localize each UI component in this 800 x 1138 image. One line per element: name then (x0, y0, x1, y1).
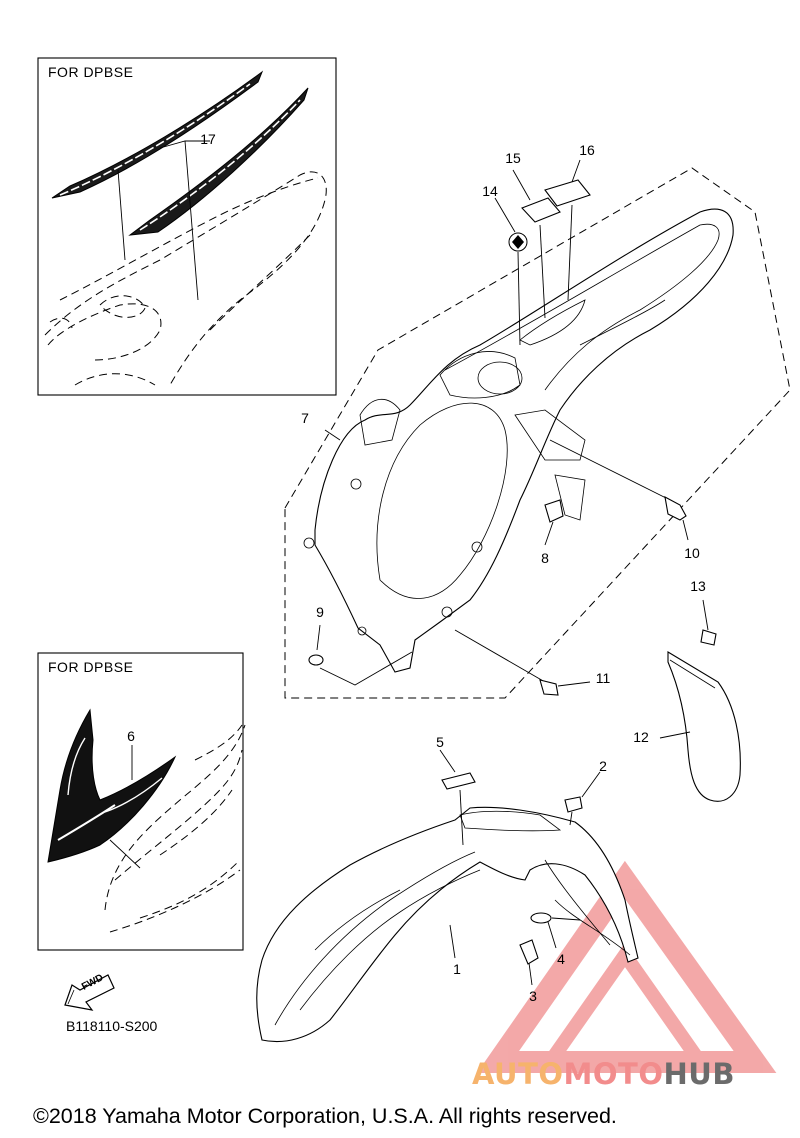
callout-12: 12 (633, 729, 649, 745)
screw-part-13 (700, 599, 717, 646)
callout-16: 16 (579, 142, 595, 158)
callout-14: 14 (482, 183, 498, 199)
inset-title-top: FOR DPBSE (48, 64, 134, 80)
bolt-part-11 (539, 679, 559, 696)
decal-part-16 (544, 179, 591, 207)
front-fender-part-1 (256, 806, 639, 1043)
watermark-logo: AUTOMOTOHUB (472, 1057, 735, 1091)
callout-4: 4 (557, 951, 565, 967)
nut-part-8 (544, 499, 564, 523)
callout-1: 1 (453, 961, 461, 977)
rear-fender-graphic-inset (44, 70, 327, 386)
bolt-part-10 (664, 495, 687, 521)
rear-fender-assembly (284, 159, 791, 699)
callout-2: 2 (599, 758, 607, 774)
callout-8: 8 (541, 550, 549, 566)
washer-part-4 (530, 912, 552, 924)
callout-6: 6 (127, 728, 135, 744)
diagram-code: B118110-S200 (66, 1018, 158, 1034)
bolt-part-3 (519, 939, 539, 965)
watermark-triangle (476, 860, 777, 1073)
callout-9: 9 (316, 604, 324, 620)
logo-hub: HUB (663, 1057, 735, 1091)
decal-strip-1 (51, 70, 264, 199)
callout-10: 10 (684, 545, 700, 561)
callout-7: 7 (301, 410, 309, 426)
decal-part-6 (47, 708, 177, 863)
inset-frame-top (37, 57, 337, 396)
grommet-part-9 (308, 654, 324, 666)
callout-3: 3 (529, 988, 537, 1004)
front-fender-graphic-inset (47, 708, 246, 933)
decal-part-5 (441, 772, 476, 790)
callout-15: 15 (505, 150, 521, 166)
callout-5: 5 (436, 734, 444, 750)
callout-13: 13 (690, 578, 706, 594)
decal-part-15 (521, 197, 561, 223)
logo-auto: AUTO (472, 1057, 564, 1091)
logo-moto: MOTO (563, 1057, 664, 1091)
fwd-arrow-icon (64, 974, 115, 1011)
copyright-notice: ©2018 Yamaha Motor Corporation, U.S.A. A… (33, 1104, 617, 1128)
callout-17: 17 (200, 131, 216, 147)
inset-frame-bottom (37, 652, 244, 951)
callout-11: 11 (595, 670, 611, 686)
mud-flap-part-12 (659, 651, 741, 802)
grommet-part-2 (564, 796, 583, 813)
decal-strip-2 (128, 87, 309, 236)
inset-title-bottom: FOR DPBSE (48, 659, 134, 675)
